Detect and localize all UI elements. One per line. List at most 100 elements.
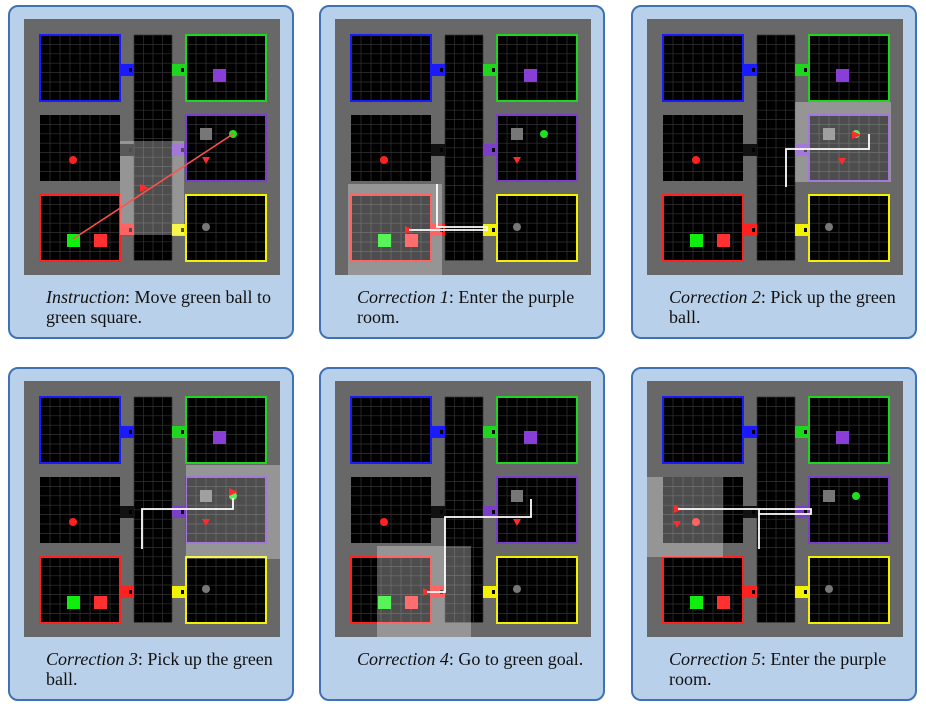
grey-ball: [513, 585, 521, 593]
caption-text: : Go to green goal.: [448, 649, 584, 669]
gridworld-svg: [24, 381, 280, 637]
grey-box: [511, 128, 523, 140]
grey-box: [200, 490, 212, 502]
red-square: [405, 596, 418, 609]
gridworld-svg: [335, 19, 591, 275]
red-ball: [69, 156, 77, 164]
panel-correction-1: Correction 1: Enter the purple room.: [319, 5, 605, 339]
grey-ball: [202, 223, 210, 231]
grey-ball: [825, 585, 833, 593]
door: [431, 144, 445, 156]
gridworld-correction-1: [335, 19, 591, 275]
panel-correction-5: Correction 5: Enter the purple room.: [631, 367, 917, 701]
agent-view-highlight: [647, 477, 723, 557]
door: [120, 506, 134, 518]
door-handle: [129, 68, 132, 72]
door-handle: [440, 430, 443, 434]
door-handle: [492, 590, 495, 594]
door: [120, 64, 134, 76]
door-handle: [804, 510, 807, 514]
red-square: [405, 234, 418, 247]
door-handle: [129, 510, 132, 514]
gridworld-svg: [647, 381, 903, 637]
trajectory-path: [678, 508, 812, 549]
gridworld-correction-2: [647, 19, 903, 275]
door: [795, 224, 809, 236]
panel-instruction: Instruction: Move green ball to green sq…: [8, 5, 294, 339]
red-square: [717, 234, 730, 247]
door: [483, 586, 497, 598]
door: [743, 586, 757, 598]
agent-view-highlight: [795, 102, 891, 182]
green-square: [378, 234, 391, 247]
door-handle: [129, 430, 132, 434]
door: [431, 506, 445, 518]
door-handle: [804, 68, 807, 72]
door-handle: [129, 148, 132, 152]
green-square: [690, 596, 703, 609]
caption-text: : Enter the purple room.: [669, 649, 887, 689]
door: [483, 506, 497, 518]
door-handle: [804, 148, 807, 152]
door-handle: [492, 148, 495, 152]
trajectory-path: [785, 134, 870, 187]
door-handle: [440, 68, 443, 72]
purple-box: [213, 69, 226, 82]
target-marker: [513, 519, 521, 526]
door: [795, 64, 809, 76]
door: [483, 144, 497, 156]
target-marker: [513, 157, 521, 164]
door: [172, 224, 186, 236]
grey-ball: [202, 585, 210, 593]
grey-box: [823, 128, 835, 140]
caption-label: Correction 4: [357, 649, 449, 669]
purple-box: [836, 431, 849, 444]
gridworld-correction-3: [24, 381, 280, 637]
door-handle: [752, 590, 755, 594]
panel-correction-4: Correction 4: Go to green goal.: [319, 367, 605, 701]
red-square: [94, 234, 107, 247]
door: [743, 144, 757, 156]
door-handle: [181, 590, 184, 594]
door: [795, 144, 809, 156]
caption-text: : Pick up the green ball.: [669, 287, 896, 327]
door-handle: [492, 228, 495, 232]
door-handle: [492, 510, 495, 514]
red-ball: [69, 518, 77, 526]
door-handle: [804, 590, 807, 594]
grey-box: [823, 490, 835, 502]
gridworld-svg: [335, 381, 591, 637]
door: [483, 426, 497, 438]
door: [172, 144, 186, 156]
door-handle: [752, 228, 755, 232]
grey-ball: [825, 223, 833, 231]
caption-label: Correction 1: [357, 287, 449, 307]
door-handle: [752, 430, 755, 434]
door: [431, 426, 445, 438]
purple-box: [524, 431, 537, 444]
door: [483, 64, 497, 76]
grey-box: [511, 490, 523, 502]
door-handle: [129, 228, 132, 232]
purple-box: [213, 431, 226, 444]
green-ball: [852, 492, 860, 500]
door-handle: [181, 228, 184, 232]
door-handle: [181, 510, 184, 514]
caption-correction-4: Correction 4: Go to green goal.: [357, 649, 587, 669]
gridworld-svg: [647, 19, 903, 275]
green-square: [67, 596, 80, 609]
red-square: [717, 596, 730, 609]
purple-box: [524, 69, 537, 82]
door: [795, 426, 809, 438]
green-ball: [540, 130, 548, 138]
caption-text: : Enter the purple room.: [357, 287, 575, 327]
instruction-arrow: [72, 133, 234, 240]
agent-view-highlight: [186, 465, 280, 559]
door-handle: [804, 228, 807, 232]
grey-box: [200, 128, 212, 140]
door: [743, 224, 757, 236]
red-square: [94, 596, 107, 609]
door-handle: [752, 68, 755, 72]
agent-arrow: [852, 131, 861, 139]
target-marker: [202, 157, 210, 164]
